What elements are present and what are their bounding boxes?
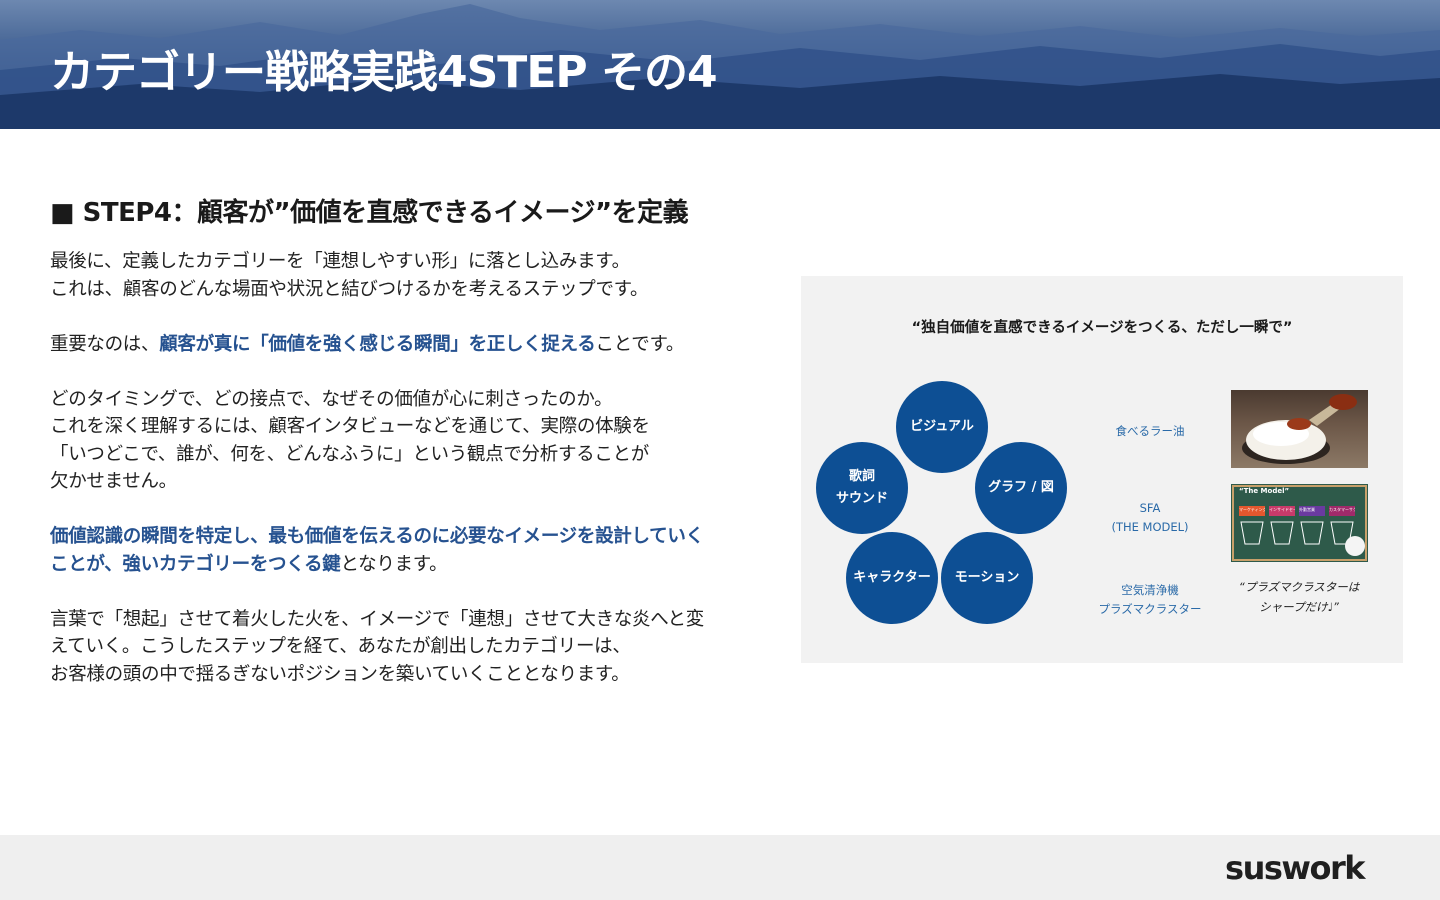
rice-bowl-illustration [1242, 394, 1357, 464]
image-concept-panel: “独自価値を直感できるイメージをつくる、ただし一瞬で” ビジュアル グラフ / … [801, 276, 1403, 663]
text-line: 最後に、定義したカテゴリーを「連想しやすい形」に落とし込みます。 [50, 251, 630, 272]
text-segment: となります。 [340, 553, 448, 575]
text-line: これを深く理解するには、顧客インタビューなどを通じて、実際の体験を [50, 416, 650, 437]
suswork-logo: suswork [1225, 849, 1365, 887]
text-line: ことが、強いカテゴリーをつくる鍵となります。 [50, 551, 780, 579]
quote-line: シャープだけ♩” [1259, 600, 1339, 614]
example-label-plasma: 空気清浄機 プラズマクラスター [1070, 581, 1230, 619]
page-title: カテゴリー戦略実践4STEP その4 [50, 47, 718, 98]
paragraph-3: どのタイミングで、どの接点で、なぜその価値が心に刺さったのか。 これを深く理解す… [50, 386, 780, 496]
text-line: 重要なのは、顧客が真に「価値を強く感じる瞬間」を正しく捉えることです。 [50, 331, 780, 359]
text-line: どのタイミングで、どの接点で、なぜその価値が心に刺さったのか。 [50, 388, 613, 410]
paragraph-1: 最後に、定義したカテゴリーを「連想しやすい形」に落とし込みます。 これは、顧客の… [50, 248, 780, 303]
panel-title: “独自価値を直感できるイメージをつくる、ただし一瞬で” [911, 320, 1293, 336]
text-line: えていく。こうしたステップを経て、あなたが創出したカテゴリーは、 [50, 636, 631, 657]
paragraph-4: 価値認識の瞬間を特定し、最も価値を伝えるのに必要なイメージを設計していく ことが… [50, 523, 780, 578]
text-line: お客様の頭の中で揺るぎないポジションを築いていくこととなります。 [50, 663, 630, 685]
the-model-stage-1: マーケティング [1239, 507, 1265, 512]
text-segment: ことです。 [595, 333, 685, 355]
header-banner: カテゴリー戦略実践4STEP その4 [0, 0, 1440, 129]
text-line: 言葉で「想起」させて着火した火を、イメージで「連想」させて大きな炎へと変 [50, 608, 704, 630]
the-model-title: “The Model” [1239, 487, 1290, 495]
text-line: これは、顧客のどんな場面や状況と結びつけるかを考えるステップです。 [50, 278, 649, 300]
example-label-rayu: 食べるラー油 [1115, 424, 1185, 438]
circle-lyrics-sound: 歌詞 サウンド [816, 442, 908, 534]
circle-motion: モーション [941, 532, 1033, 624]
text-line: 「いつどこで、誰が、何を、どんなふうに」という観点で分析することが [50, 443, 649, 465]
footer: suswork [0, 835, 1440, 900]
example-label-line: 空気清浄機 [1121, 583, 1179, 597]
example-label-line: プラズマクラスター [1098, 602, 1202, 616]
the-model-stage-4: カスタマーサクセス [1329, 507, 1355, 512]
text-line: 欠かせません。 [50, 471, 177, 492]
the-model-image: “The Model” マーケティング インサイドセールス 外勤営業 カスタマー… [1231, 484, 1368, 562]
highlight-text: 顧客が真に「価値を強く感じる瞬間」を正しく捉える [159, 333, 596, 355]
example-label-sfa: SFA (THE MODEL) [1070, 499, 1230, 537]
the-model-stage-2: インサイドセールス [1269, 507, 1295, 512]
circle-character: キャラクター [846, 532, 938, 624]
the-model-illustration [1232, 485, 1367, 561]
body-text: 最後に、定義したカテゴリーを「連想しやすい形」に落とし込みます。 これは、顧客の… [50, 248, 780, 688]
quote-line: “プラズマクラスターは [1238, 580, 1360, 594]
rice-bowl-image [1231, 390, 1368, 468]
the-model-stage-3: 外勤営業 [1299, 507, 1315, 512]
highlight-text: ことが、強いカテゴリーをつくる鍵 [50, 553, 341, 575]
text-segment: 重要なのは、 [50, 333, 160, 355]
circle-graph: グラフ / 図 [975, 442, 1067, 534]
highlight-text: 価値認識の瞬間を特定し、最も価値を伝えるのに必要なイメージを設計していく [50, 526, 704, 547]
paragraph-2: 重要なのは、顧客が真に「価値を強く感じる瞬間」を正しく捉えることです。 [50, 331, 780, 359]
paragraph-5: 言葉で「想起」させて着火した火を、イメージで「連想」させて大きな炎へと変 えてい… [50, 606, 780, 689]
circle-sound-label: サウンド [835, 491, 888, 506]
plasma-quote: “プラズマクラスターは シャープだけ♩” [1219, 577, 1379, 617]
section-title: ■ STEP4：顧客が”価値を直感できるイメージ”を定義 [50, 198, 689, 228]
mountain-background-image [0, 4, 1440, 129]
example-label-line: SFA [1139, 501, 1161, 515]
circle-lyrics-label: 歌詞 [848, 469, 875, 484]
example-label-line: (THE MODEL) [1111, 520, 1189, 534]
circle-visual: ビジュアル [896, 381, 988, 473]
